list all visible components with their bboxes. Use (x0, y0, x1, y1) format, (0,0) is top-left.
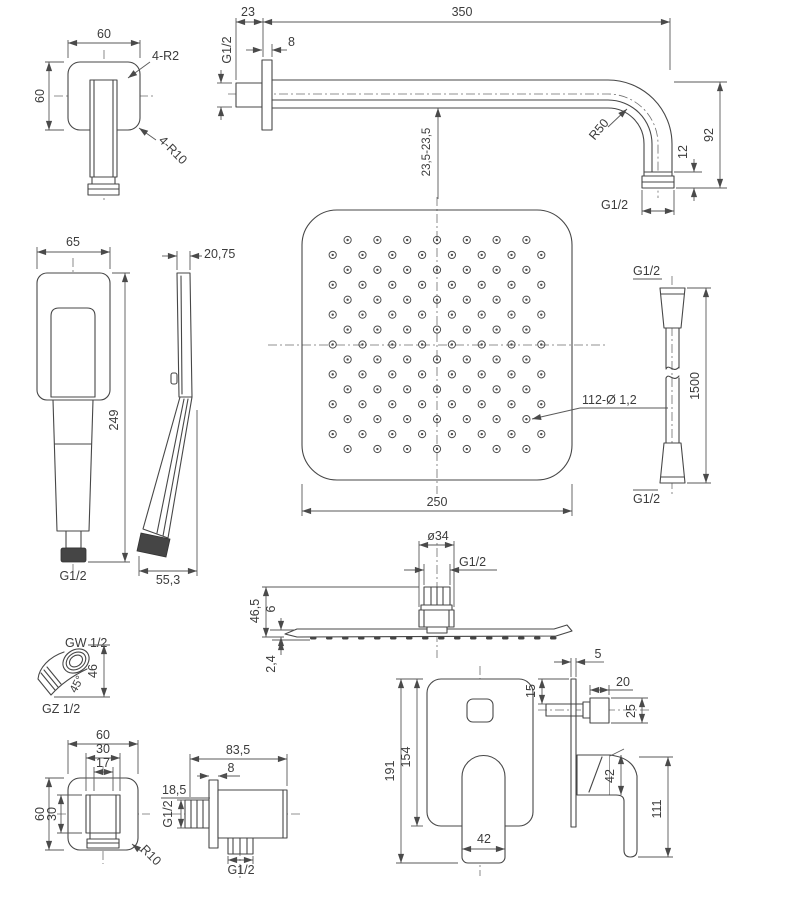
mixer-mount-height-label: 42 (603, 769, 617, 783)
mixer-lever-length-label: 111 (650, 799, 664, 818)
hose-view: G1/2 G1/2 1500 (633, 264, 711, 506)
outlet-width30-label: 30 (96, 742, 110, 756)
hand-thread-label: G1/2 (59, 569, 86, 583)
elbow-male-thread-label: GZ 1/2 (42, 702, 80, 716)
arm-offset-label: 23 (241, 5, 255, 19)
outlet-depth-label: 18,5 (162, 783, 186, 797)
mixer-front-view: 191 154 42 (383, 666, 534, 876)
outlet-width-label: 60 (96, 728, 110, 742)
head-side-view: ø34 G1/2 46,5 6 2,4 (248, 527, 573, 673)
mixer-side-view: 5 15 20 25 42 111 (524, 647, 673, 858)
outlet-height30-label: 30 (45, 807, 59, 821)
mixer-plate-height-label: 154 (399, 747, 413, 768)
outlet-width17-label: 17 (96, 756, 110, 770)
head-width-label: 250 (427, 495, 448, 509)
head-thread-label: G1/2 (459, 555, 486, 569)
hose-top-thread-label: G1/2 (633, 264, 660, 278)
wall-bracket-front-view: 60 60 4-R2 4-R10 (33, 27, 190, 200)
arm-end-thread-label: G1/2 (601, 198, 628, 212)
mixer-plate-thickness-label: 5 (595, 647, 602, 661)
mixer-total-height-label: 191 (383, 761, 397, 782)
outlet-height-label: 60 (33, 807, 47, 821)
head-holes-label: 112-Ø 1,2 (582, 393, 637, 407)
arm-tip-label: 12 (676, 145, 690, 159)
head-connector-dia-label: ø34 (427, 529, 449, 543)
arm-bend-radius-label: R50 (586, 116, 611, 143)
hand-side-top-label: 20,75 (204, 247, 235, 261)
hand-shower-side-view: 20,75 55,3 (136, 247, 235, 587)
arm-flange-label: 8 (288, 35, 295, 49)
shower-arm-view: 23 350 8 G1/2 23,5-23,5 R50 92 12 G1/2 (217, 5, 727, 215)
mixer-offset-label: 15 (524, 684, 538, 698)
mixer-handle-width-label: 42 (477, 832, 491, 846)
bracket-height-label: 60 (33, 89, 47, 103)
hose-bottom-thread-label: G1/2 (633, 492, 660, 506)
outlet-side-view: 83,5 8 18,5 G1/2 G1/2 (161, 743, 300, 878)
nozzle-hole-grid (328, 235, 546, 454)
bracket-corner-r10-label: 4-R10 (156, 133, 190, 167)
elbow-angle-label: 45° (68, 674, 87, 695)
arm-drop-range-label: 23,5-23,5 (421, 128, 433, 177)
outlet-corner-r-label: R10 (138, 842, 164, 868)
arm-height-label: 92 (702, 128, 716, 142)
elbow-fitting-view: GW 1/2 GZ 1/2 46 45° (37, 636, 110, 716)
bracket-corner-r2-label: 4-R2 (152, 49, 179, 63)
head-rim-label: 6 (264, 605, 278, 612)
bracket-width-label: 60 (97, 27, 111, 41)
elbow-female-thread-label: GW 1/2 (65, 636, 107, 650)
mixer-knob-length-label: 20 (616, 675, 630, 689)
arm-length-label: 350 (452, 5, 473, 19)
head-total-height-label: 46,5 (248, 599, 262, 623)
hand-height-label: 249 (107, 410, 121, 431)
mixer-knob-height-label: 25 (624, 704, 638, 718)
side-nozzle-row (310, 636, 557, 640)
outlet-front-view: 60 30 17 60 30 R10 (33, 728, 164, 868)
arm-wall-thread-label: G1/2 (220, 36, 234, 63)
hand-side-bottom-label: 55,3 (156, 573, 180, 587)
hose-length-label: 1500 (688, 372, 702, 400)
outlet-side-thread-label: G1/2 (161, 800, 175, 827)
hand-width-label: 65 (66, 235, 80, 249)
outlet-bottom-thread-label: G1/2 (227, 863, 254, 877)
head-front-view: 250 112-Ø 1,2 (268, 197, 668, 516)
head-nozzle-height-label: 2,4 (264, 655, 278, 672)
hand-shower-front-view: 65 249 G1/2 (36, 235, 130, 583)
outlet-length-label: 83,5 (226, 743, 250, 757)
outlet-flange-label: 8 (228, 761, 235, 775)
elbow-height-label: 46 (86, 664, 100, 678)
